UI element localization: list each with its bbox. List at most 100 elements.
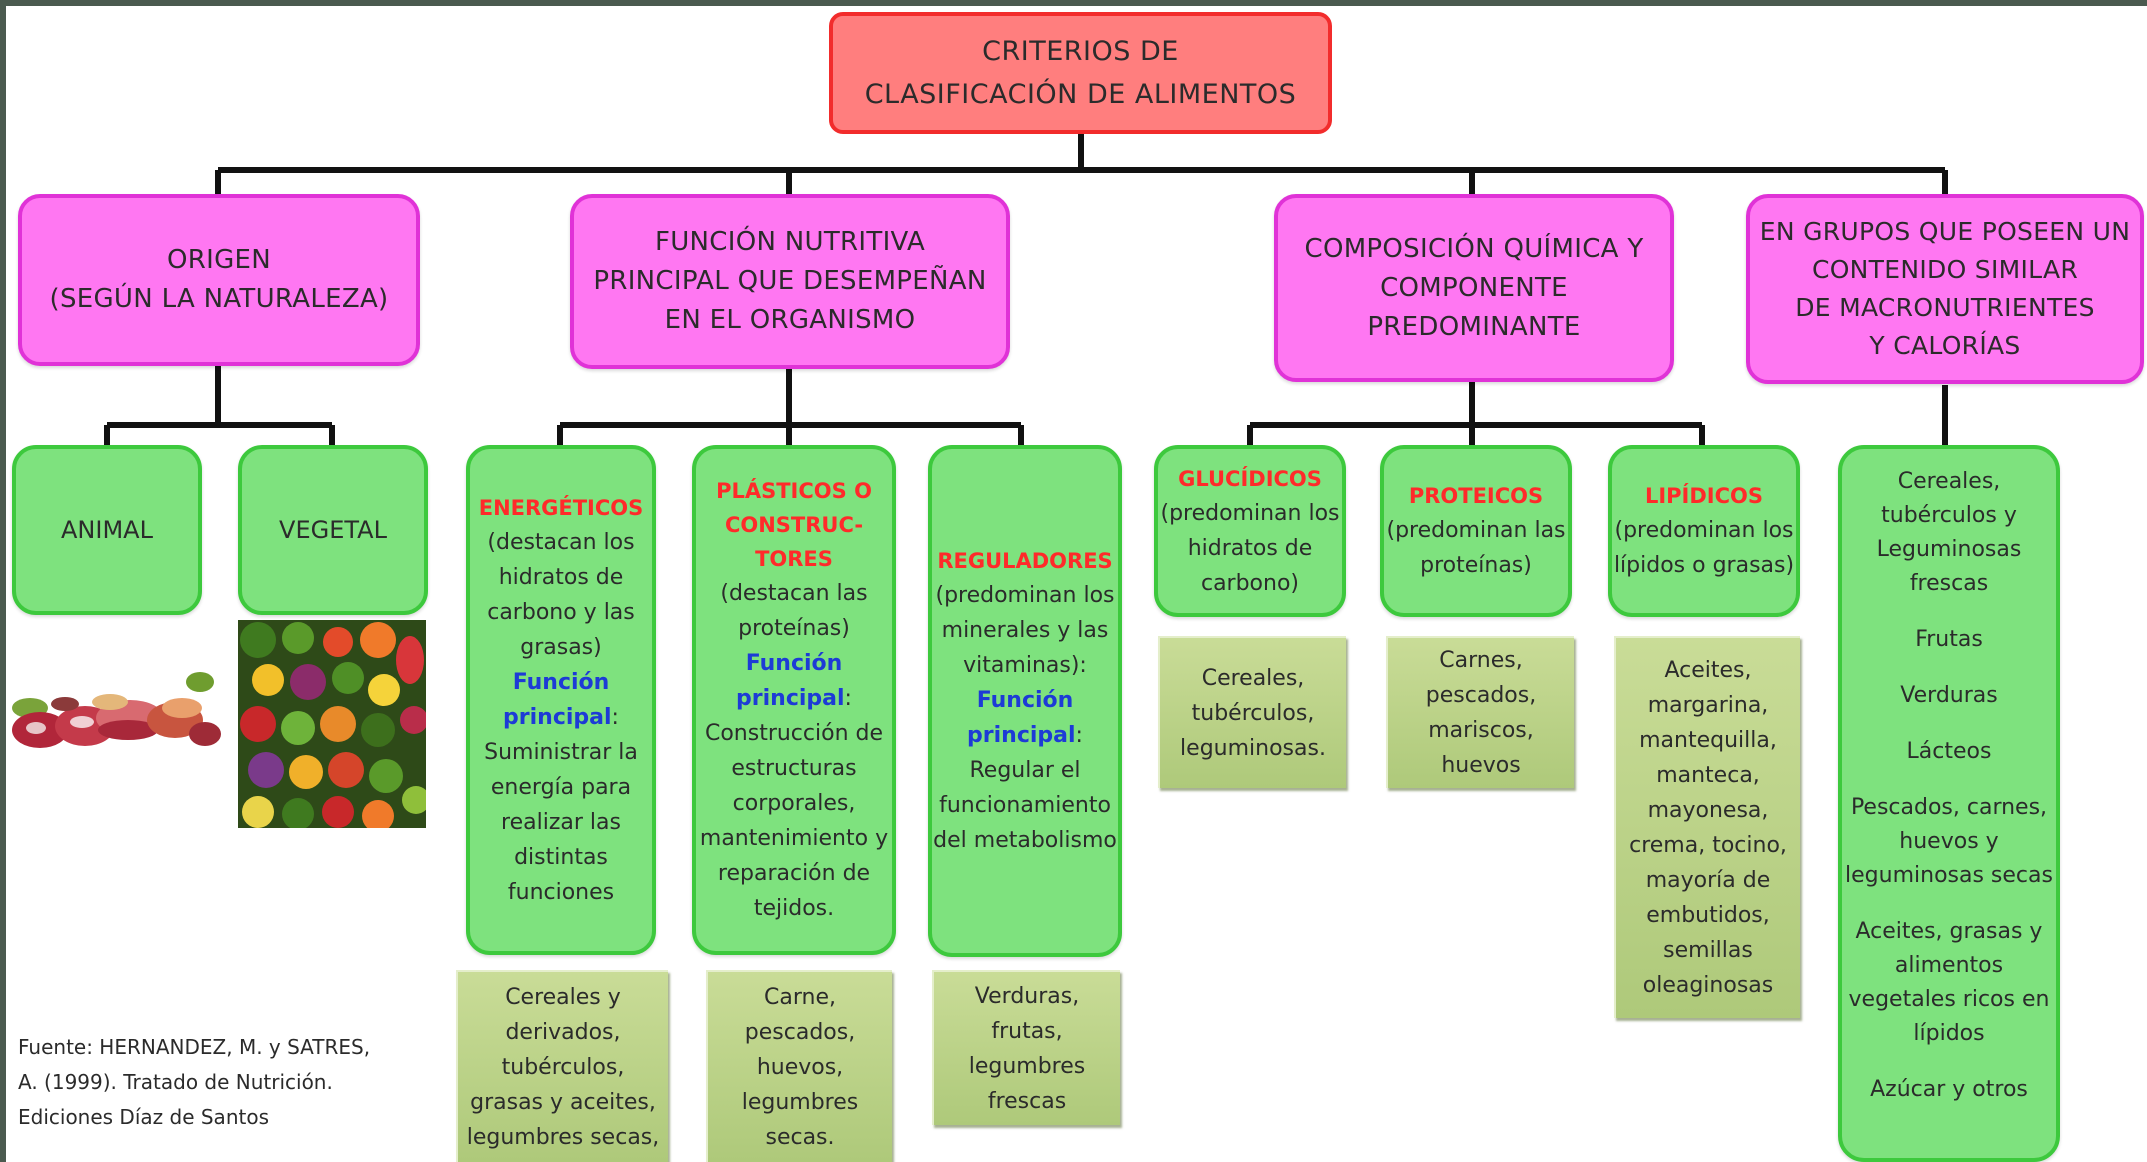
grupo-proteicos: Pescados, carnes, huevos y leguminosas s… (1845, 791, 2053, 893)
meat-image (10, 660, 222, 756)
grupo-aceites-2: alimentos (1894, 953, 2004, 978)
grupo-lacteos: Lácteos (1907, 735, 1992, 769)
energeticos-desc-4: grasas) (520, 634, 602, 660)
reguladores-func-3: del metabolismo (933, 828, 1117, 853)
energeticos-func-2: energía para (490, 774, 632, 800)
glucidicos-title: GLUCÍDICOS (1178, 466, 1322, 491)
examples-lipidicos-2: margarina, (1647, 693, 1769, 718)
category-composicion: COMPOSICIÓN QUÍMICA Y COMPONENTE PREDOMI… (1274, 194, 1674, 382)
examples-plasticos-1: Carne, (764, 984, 836, 1010)
reguladores-func-2: funcionamiento (939, 793, 1111, 818)
category-origen: ORIGEN (SEGÚN LA NATURALEZA) (18, 194, 420, 366)
examples-glucidicos-1: Cereales, (1201, 665, 1305, 691)
node-vegetal-label: VEGETAL (279, 515, 387, 544)
grupo-proteicos-1: Pescados, carnes, (1850, 795, 2048, 820)
reguladores-func-label-2: principal (967, 723, 1076, 748)
node-energeticos: ENERGÉTICOS (destacan los hidratos de ca… (466, 445, 656, 955)
reguladores-func-label-row: principal: (967, 718, 1083, 753)
category-composicion-line-2: COMPONENTE (1380, 272, 1568, 303)
energeticos-title: ENERGÉTICOS (478, 495, 644, 520)
examples-plasticos-4: legumbres (741, 1089, 859, 1115)
plasticos-func-5: reparación de (717, 861, 871, 886)
reguladores-desc-2: minerales y las (941, 618, 1109, 643)
root-node: CRITERIOS DE CLASIFICACIÓN DE ALIMENTOS (829, 12, 1332, 134)
source-line-3: Ediciones Díaz de Santos (18, 1105, 269, 1129)
node-proteicos: PROTEICOS (predominan las proteínas) (1380, 445, 1572, 617)
examples-energeticos: Cereales y derivados, tubérculos, grasas… (456, 970, 668, 1162)
plasticos-func-label-1: Función (745, 651, 843, 676)
category-grupos-line-4: Y CALORÍAS (1869, 331, 2021, 360)
examples-lipidicos-8: embutidos, (1646, 903, 1770, 928)
examples-lipidicos-9: semillas (1663, 938, 1753, 963)
node-reguladores: REGULADORES (predominan los minerales y … (928, 445, 1122, 957)
energeticos-func-label-row: principal: (503, 700, 619, 735)
plasticos-desc-2: proteínas) (738, 616, 850, 641)
grupo-proteicos-3: leguminosas secas (1845, 863, 2053, 888)
proteicos-desc-2: proteínas) (1420, 553, 1532, 578)
category-funcion: FUNCIÓN NUTRITIVA PRINCIPAL QUE DESEMPEÑ… (570, 194, 1010, 369)
energeticos-func-4: distintas (514, 844, 608, 870)
grupo-aceites-3: vegetales ricos en (1848, 987, 2050, 1012)
plasticos-title-2: CONSTRUC- (724, 513, 864, 537)
root-line-1: CRITERIOS DE (982, 36, 1179, 67)
examples-reguladores-1: Verduras, (974, 983, 1080, 1009)
examples-plasticos-5: secas. (765, 1124, 835, 1150)
source-line-1: Fuente: HERNANDEZ, M. y SATRES, (18, 1035, 371, 1059)
examples-plasticos-2: pescados, (744, 1019, 856, 1045)
reguladores-desc-1: (predominan los (935, 583, 1115, 608)
grupo-cereales-4: frescas (1909, 571, 1989, 596)
energeticos-desc-1: (destacan los (487, 529, 635, 555)
grupo-frutas-1: Frutas (1915, 627, 1983, 652)
examples-lipidicos-1: Aceites, (1664, 658, 1752, 683)
plasticos-func-colon: : (844, 686, 852, 711)
energeticos-desc-3: carbono y las (487, 599, 635, 625)
examples-energeticos-5: legumbres secas, (466, 1124, 660, 1150)
examples-lipidicos-7: mayoría de (1645, 868, 1771, 893)
plasticos-func-3: corporales, (732, 791, 856, 816)
examples-lipidicos-5: mayonesa, (1647, 798, 1769, 823)
root-line-2: CLASIFICACIÓN DE ALIMENTOS (864, 79, 1297, 110)
grupo-verduras: Verduras (1900, 679, 1997, 713)
examples-proteicos-4: huevos (1441, 753, 1521, 778)
examples-lipidicos: Aceites, margarina, mantequilla, manteca… (1614, 636, 1800, 1018)
category-origen-line-2: (SEGÚN LA NATURALEZA) (49, 284, 389, 314)
category-grupos-line-1: EN GRUPOS QUE POSEEN UN (1759, 217, 2131, 246)
plasticos-desc-1: (destacan las (720, 581, 868, 606)
energeticos-func-5: funciones (507, 879, 615, 905)
grupo-proteicos-2: huevos y (1899, 829, 1999, 854)
lipidicos-title: LIPÍDICOS (1644, 484, 1764, 508)
energeticos-desc-2: hidratos de (498, 564, 624, 590)
node-animal: ANIMAL (12, 445, 202, 615)
plasticos-func-1: Construcción de (704, 721, 884, 746)
examples-glucidicos-3: leguminosas. (1180, 735, 1326, 761)
energeticos-func-colon: : (611, 704, 619, 730)
grupo-verduras-1: Verduras (1900, 683, 1998, 708)
source-line-2: A. (1999). Tratado de Nutrición. (18, 1070, 333, 1094)
examples-lipidicos-10: oleaginosas (1642, 973, 1774, 998)
category-composicion-line-1: COMPOSICIÓN QUÍMICA Y (1304, 233, 1644, 264)
proteicos-desc-1: (predominan las (1386, 518, 1566, 543)
examples-plasticos: Carne, pescados, huevos, legumbres secas… (706, 970, 892, 1162)
examples-energeticos-1: Cereales y (505, 984, 621, 1010)
plasticos-func-6: tejidos. (753, 896, 835, 921)
category-grupos-line-2: CONTENIDO SIMILAR (1811, 255, 2079, 284)
reguladores-func-label-1: Función (976, 688, 1074, 713)
glucidicos-desc-3: carbono) (1200, 570, 1300, 596)
vegetables-image (238, 620, 426, 828)
examples-plasticos-3: huevos, (756, 1054, 844, 1080)
node-lipidicos: LIPÍDICOS (predominan los lípidos o gras… (1608, 445, 1800, 617)
examples-energeticos-4: grasas y aceites, (470, 1089, 656, 1115)
category-composicion-line-3: PREDOMINANTE (1367, 311, 1581, 342)
examples-proteicos-1: Carnes, (1439, 648, 1523, 673)
plasticos-func-label-2: principal (736, 686, 845, 711)
category-origen-line-1: ORIGEN (166, 245, 272, 275)
energeticos-func-label-2: principal (503, 704, 612, 730)
plasticos-func-4: mantenimiento y (699, 826, 889, 851)
grupo-cereales-2: tubérculos y (1881, 503, 2017, 528)
category-funcion-line-1: FUNCIÓN NUTRITIVA (654, 227, 926, 257)
grupo-frutas: Frutas (1915, 623, 1983, 657)
lipidicos-desc-2: lípidos o grasas) (1613, 553, 1795, 578)
proteicos-title: PROTEICOS (1408, 484, 1544, 508)
source-citation: Fuente: HERNANDEZ, M. y SATRES, A. (1999… (18, 1030, 378, 1135)
